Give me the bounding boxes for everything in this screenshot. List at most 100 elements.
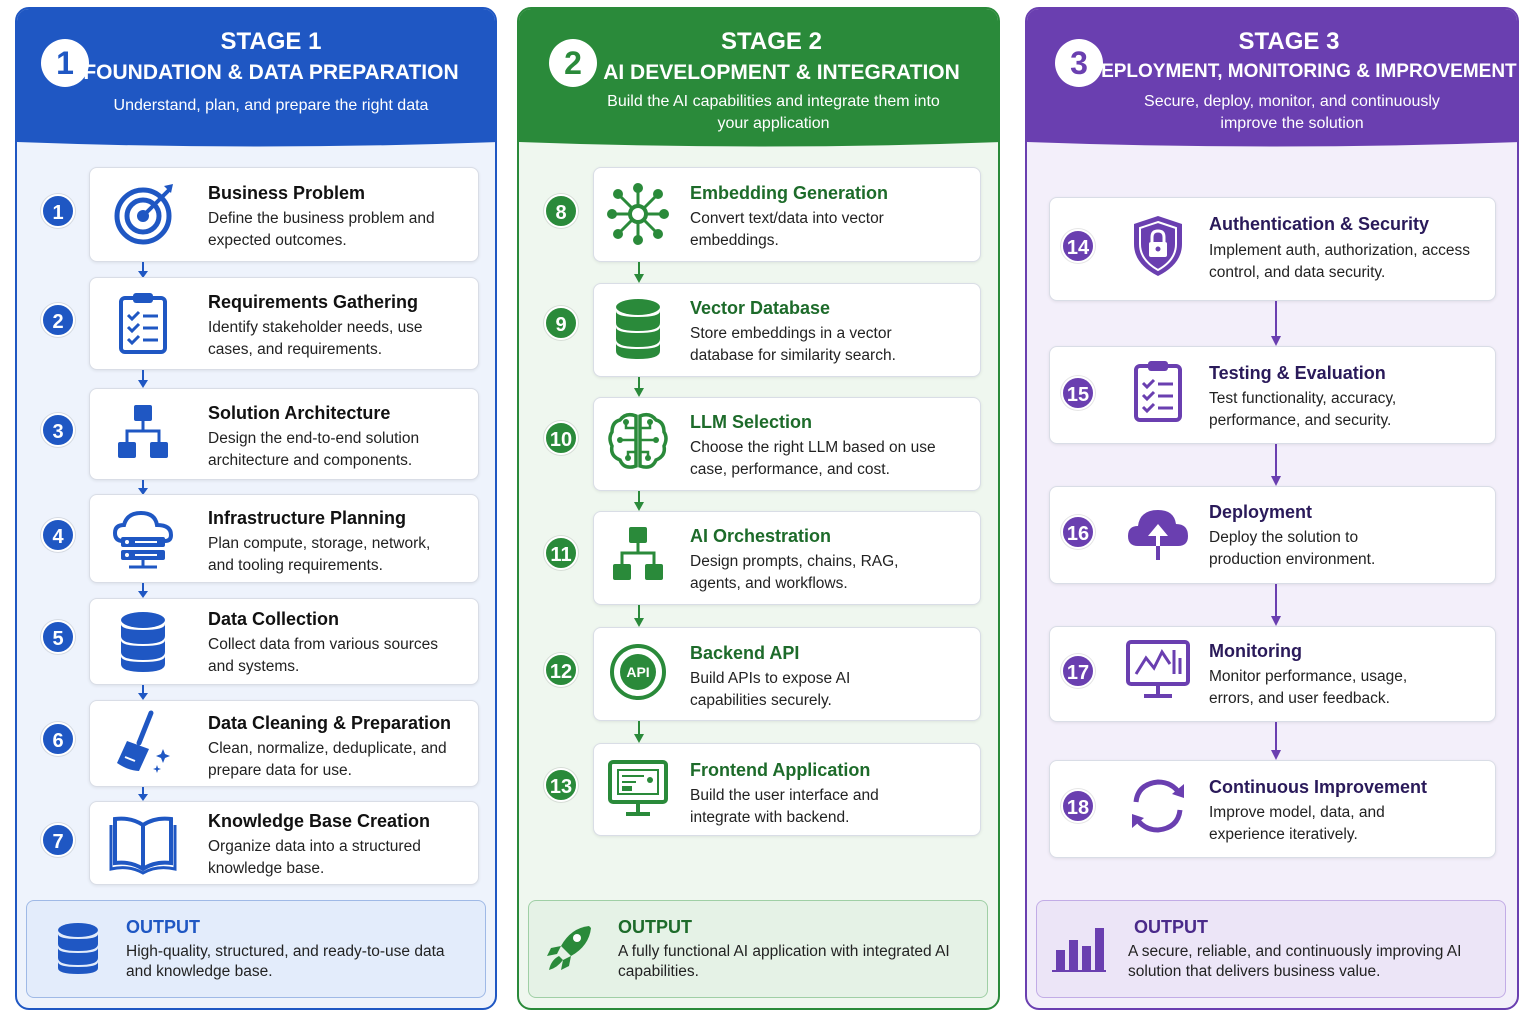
stage-title: STAGE 2 <box>721 28 822 55</box>
cloud-upload-icon <box>1124 498 1192 566</box>
step-card-monitoring[interactable] <box>1049 626 1496 722</box>
output-title: OUTPUT <box>1134 917 1208 937</box>
flow-arrow <box>136 685 150 700</box>
step-title: Vector Database <box>690 298 831 318</box>
step-number-badge: 7 <box>41 823 75 857</box>
stage-description: Understand, plan, and prepare the right … <box>113 97 429 114</box>
open-book-icon <box>109 809 177 877</box>
flow-arrow <box>136 583 150 598</box>
step-description: Plan compute, storage, network, and tool… <box>208 535 431 574</box>
step-title: Requirements Gathering <box>208 292 419 312</box>
flow-arrow <box>1269 444 1283 486</box>
flow-arrow <box>632 491 646 511</box>
stage-2-panel: 2 STAGE 2 AI DEVELOPMENT & INTEGRATION B… <box>517 7 1000 1010</box>
api-icon: API <box>604 638 672 706</box>
hierarchy-icon <box>109 400 177 468</box>
step-number-badge: 3 <box>41 413 75 447</box>
step-card-testing-evaluation[interactable] <box>1049 346 1496 444</box>
step-description: Improve model, data, and experience iter… <box>1209 804 1385 843</box>
bar-chart-icon <box>1050 920 1106 976</box>
step-title: Continuous Improvement <box>1209 777 1428 797</box>
step-card-vector-database[interactable] <box>593 283 981 377</box>
step-number-badge: 2 <box>41 303 75 337</box>
step-description: Convert text/data into vector embeddings… <box>690 210 884 249</box>
step-card-requirements-gathering[interactable] <box>89 277 479 370</box>
stage-subtitle: AI DEVELOPMENT & INTEGRATION <box>603 61 960 84</box>
step-number-badge: 17 <box>1061 654 1095 688</box>
step-description: Clean, normalize, deduplicate, and prepa… <box>208 740 447 779</box>
stage-number-badge: 3 <box>1055 39 1103 87</box>
step-title: Authentication & Security <box>1209 214 1430 234</box>
step-number-badge: 9 <box>544 306 578 340</box>
brain-circuit-icon <box>604 408 672 476</box>
step-title: Testing & Evaluation <box>1209 363 1386 383</box>
stage-number-badge: 1 <box>41 39 89 87</box>
step-number-badge: 13 <box>544 768 578 802</box>
step-card-business-problem[interactable] <box>89 167 479 262</box>
clipboard-checklist-icon <box>1124 358 1192 426</box>
flow-arrow <box>1269 301 1283 346</box>
step-title: Frontend Application <box>690 760 871 780</box>
step-number-badge: 12 <box>544 653 578 687</box>
step-title: Data Collection <box>208 609 340 629</box>
rocket-icon <box>541 920 597 976</box>
flow-arrow <box>632 262 646 283</box>
step-card-authentication-security[interactable] <box>1049 197 1496 301</box>
flow-arrow <box>1269 584 1283 626</box>
flow-arrow <box>1269 722 1283 760</box>
step-title: Deployment <box>1209 502 1313 522</box>
stage-title: STAGE 3 <box>1238 28 1340 55</box>
step-description: Test functionality, accuracy, performanc… <box>1209 390 1397 429</box>
flow-arrow <box>136 370 150 388</box>
step-title: Knowledge Base Creation <box>208 811 431 831</box>
step-card-solution-architecture[interactable] <box>89 388 479 480</box>
step-card-deployment[interactable] <box>1049 486 1496 584</box>
step-description: Build the user interface and integrate w… <box>690 787 879 826</box>
step-description: Identify stakeholder needs, use cases, a… <box>208 319 423 358</box>
flow-arrow <box>632 605 646 627</box>
step-description: Implement auth, authorization, access co… <box>1209 242 1471 281</box>
stage-3-header: 3 STAGE 3 DEPLOYMENT, MONITORING & IMPRO… <box>1027 9 1517 141</box>
step-number-badge: 14 <box>1061 229 1095 263</box>
step-card-backend-api[interactable] <box>593 627 981 721</box>
step-number-badge: 6 <box>41 722 75 756</box>
flow-arrow <box>632 721 646 743</box>
broom-icon <box>109 709 177 777</box>
step-description: Monitor performance, usage, errors, and … <box>1209 668 1408 707</box>
step-card-ai-orchestration[interactable] <box>593 511 981 605</box>
step-description: Define the business problem and expected… <box>208 210 435 249</box>
step-title: Business Problem <box>208 183 366 203</box>
flow-arrow <box>632 377 646 397</box>
step-card-continuous-improvement[interactable] <box>1049 760 1496 858</box>
stage-1-output-box <box>26 900 486 998</box>
step-card-llm-selection[interactable] <box>593 397 981 491</box>
database-icon <box>604 295 672 363</box>
cloud-server-icon <box>109 505 177 573</box>
step-number-badge: 15 <box>1061 376 1095 410</box>
monitor-app-icon <box>604 754 672 822</box>
step-number-badge: 1 <box>41 194 75 228</box>
step-card-data-cleaning-preparation[interactable] <box>89 700 479 787</box>
step-title: Monitoring <box>1209 641 1302 661</box>
output-title: OUTPUT <box>618 917 692 937</box>
hierarchy-icon <box>604 522 672 590</box>
database-icon <box>109 608 177 676</box>
step-number-badge: 10 <box>544 421 578 455</box>
step-number-badge: 5 <box>41 620 75 654</box>
step-number-badge: 18 <box>1061 789 1095 823</box>
stage-description: Build the AI capabilities and integrate … <box>607 93 940 132</box>
step-description: Deploy the solution to production enviro… <box>1209 529 1376 568</box>
step-description: Store embeddings in a vector database fo… <box>690 325 896 364</box>
stage-description: Secure, deploy, monitor, and continuousl… <box>1144 93 1440 132</box>
network-nodes-icon <box>604 180 672 248</box>
step-title: LLM Selection <box>690 412 813 432</box>
step-card-knowledge-base-creation[interactable] <box>89 801 479 885</box>
clipboard-checklist-icon <box>109 290 177 358</box>
stage-title: STAGE 1 <box>220 28 322 55</box>
step-description: Collect data from various sources and sy… <box>208 636 439 675</box>
target-icon <box>109 180 177 248</box>
stage-2-output-box <box>528 900 988 998</box>
step-title: AI Orchestration <box>690 526 832 546</box>
stage-1-header: 1 STAGE 1 FOUNDATION & DATA PREPARATION … <box>17 9 495 141</box>
step-number-badge: 8 <box>544 194 578 228</box>
